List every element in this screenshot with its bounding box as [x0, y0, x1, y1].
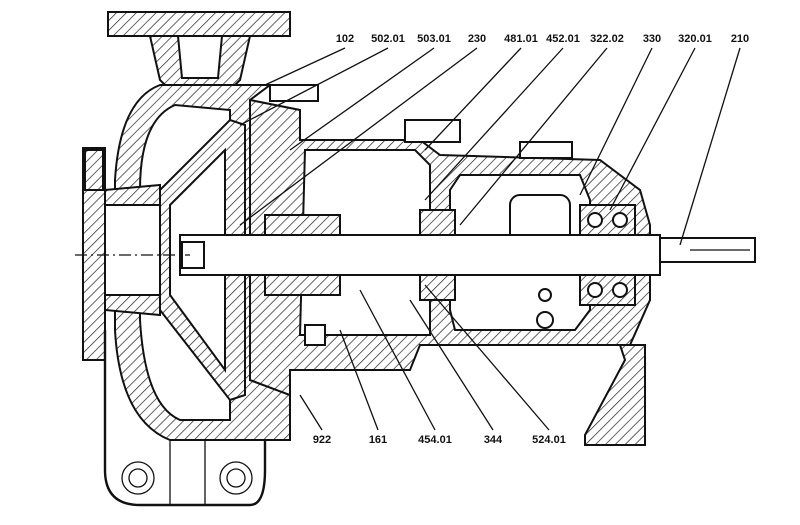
part-label: 330 — [643, 33, 661, 45]
pump-casing — [75, 11, 756, 507]
part-label: 922 — [313, 434, 331, 446]
part-label: 524.01 — [532, 434, 566, 446]
part-label: 452.01 — [546, 33, 580, 45]
part-label: 161 — [369, 434, 387, 446]
part-labels-top: 102 502.01 503.01 230 481.01 452.01 322.… — [336, 33, 749, 45]
part-label: 454.01 — [418, 434, 452, 446]
part-label: 210 — [731, 33, 749, 45]
part-label: 502.01 — [371, 33, 405, 45]
leader-lines — [239, 47, 741, 431]
part-labels-bottom: 922 161 454.01 344 524.01 — [313, 434, 566, 446]
part-label: 320.01 — [678, 33, 712, 45]
part-label: 230 — [468, 33, 486, 45]
part-label: 503.01 — [417, 33, 451, 45]
part-label: 102 — [336, 33, 354, 45]
part-label: 344 — [484, 434, 503, 446]
part-label: 322.02 — [590, 33, 624, 45]
part-label: 481.01 — [504, 33, 538, 45]
